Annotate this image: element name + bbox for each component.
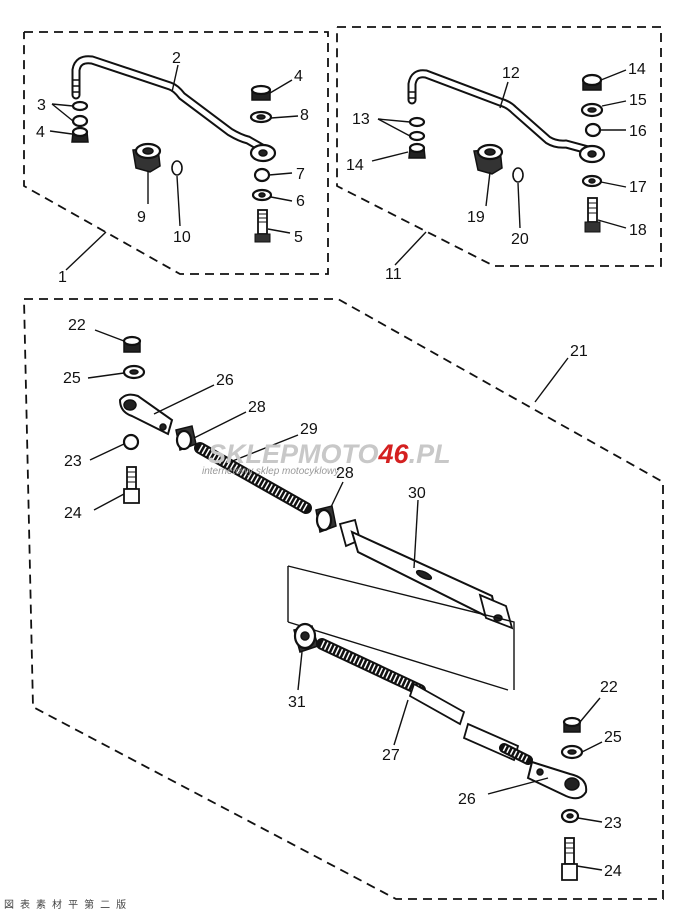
callout-number: 23	[64, 453, 82, 470]
group-label-21: 21	[570, 343, 588, 360]
callout-number: 6	[296, 193, 305, 210]
callout-number: 25	[604, 729, 622, 746]
group-label-1: 1	[58, 269, 67, 286]
callout-number: 9	[137, 209, 146, 226]
callout-number: 14	[628, 61, 646, 78]
callout-number: 19	[467, 209, 485, 226]
callout-number: 13	[352, 111, 370, 128]
callout-number: 18	[629, 222, 647, 239]
callout-number: 14	[346, 157, 364, 174]
callout-number: 8	[300, 107, 309, 124]
callout-number: 25	[63, 370, 81, 387]
washer-13-upper	[408, 116, 426, 128]
bolt-24-upper	[123, 466, 140, 504]
group-box-21: 21 22 25 26 23 24	[23, 298, 664, 900]
callout-number: 7	[296, 166, 305, 183]
spacer-7	[253, 167, 271, 183]
watermark: SKLEPMOTO46.PL internetowy sklep motocyk…	[202, 439, 451, 477]
callout-number: 30	[408, 485, 426, 502]
tube-30	[338, 518, 514, 630]
watermark-tagline: internetowy sklep motocyklowy	[202, 466, 340, 477]
callout-number: 31	[288, 694, 306, 711]
callout-number: 17	[629, 179, 647, 196]
callout-number: 28	[248, 399, 266, 416]
threaded-rod-29	[194, 442, 312, 514]
watermark-brand: SKLEPMOTO46.PL	[208, 439, 451, 469]
nut-31	[293, 622, 319, 653]
o-ring-20	[512, 167, 524, 183]
callout-number: 10	[173, 229, 191, 246]
o-ring-10	[171, 160, 183, 176]
nut-28-lower	[315, 505, 337, 534]
washer-3-upper	[71, 100, 89, 112]
bolt-18	[584, 197, 601, 233]
callout-number: 24	[64, 505, 82, 522]
group-label-11: 11	[385, 266, 402, 283]
bolt-5	[254, 209, 271, 243]
callout-number: 26	[216, 372, 234, 389]
callout-number: 22	[600, 679, 618, 696]
link-rod-12	[407, 69, 606, 164]
callout-number: 20	[511, 231, 529, 248]
callout-number: 23	[604, 815, 622, 832]
callout-number: 26	[458, 791, 476, 808]
washer-23-upper	[122, 433, 140, 451]
callout-number: 29	[300, 421, 318, 438]
threaded-rod-27	[316, 638, 533, 765]
group-box-1: 1 2 3 4 9 10	[23, 31, 329, 286]
washer-13-lower	[408, 130, 426, 142]
washer-3-lower	[71, 114, 89, 128]
bolt-24-lower	[561, 837, 578, 881]
group-box-11: 11 12 13 14 19 20 1	[336, 26, 662, 283]
link-rod-2	[71, 55, 277, 163]
callout-number: 5	[294, 229, 303, 246]
footer-code: 図 表 素 材 平 第 二 版	[4, 898, 126, 911]
callout-number: 4	[36, 124, 45, 141]
callout-number: 16	[629, 123, 647, 140]
bushing-19	[473, 143, 504, 175]
callout-number: 4	[294, 68, 303, 85]
nut-28-upper	[175, 425, 197, 452]
callout-number: 24	[604, 863, 622, 880]
callout-number: 27	[382, 747, 400, 764]
rod-end-26-upper	[118, 393, 174, 436]
callout-number: 28	[336, 465, 354, 482]
rod-end-26-lower	[526, 760, 588, 800]
callout-number: 12	[502, 65, 520, 82]
spacer-16	[584, 122, 602, 138]
callout-number: 15	[629, 92, 647, 109]
callout-number: 22	[68, 317, 86, 334]
bushing-9	[132, 142, 162, 173]
callout-number: 3	[37, 97, 46, 114]
callout-number: 2	[172, 50, 181, 67]
